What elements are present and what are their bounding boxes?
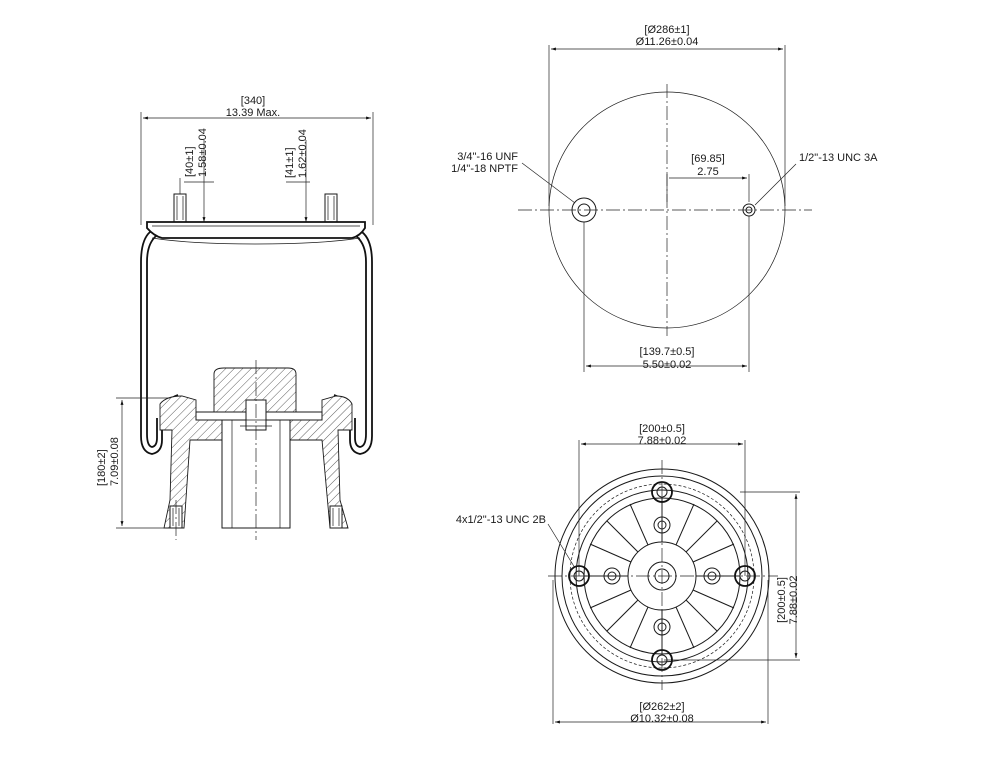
stud-spacing-in: 5.50±0.02 — [643, 359, 692, 371]
right-stud-offset-in: 1.62±0.04 — [297, 129, 309, 178]
top-diameter-in: Ø11.26±0.04 — [636, 36, 699, 48]
top-diameter-mm: [Ø286±1] — [644, 24, 689, 36]
left-stud-offset-dimension: [40±1] 1.58±0.04 — [179, 128, 214, 222]
bottom-diameter-in: Ø10.32±0.08 — [630, 713, 694, 725]
piston-height-mm: [180±2] — [96, 449, 108, 486]
bolt-square-v-mm: [200±0.5] — [776, 577, 788, 623]
overall-width-dimension: [340] 13.39 Max. — [140, 95, 374, 225]
air-fitting-port-label: 1/4"-18 NPTF — [451, 163, 518, 175]
bolt-square-vertical-dimension: [200±0.5] 7.88±0.02 — [664, 491, 800, 661]
bolt-thread: 4x1/2"-13 UNC 2B — [456, 514, 546, 526]
top-studs — [173, 193, 338, 223]
top-view: [Ø286±1] Ø11.26±0.04 3/4"-16 UNF 1/4"-18… — [451, 24, 878, 372]
piston-height-dimension: [180±2] 7.09±0.08 — [96, 397, 170, 529]
stud-thread: 1/2"-13 UNC 3A — [799, 152, 878, 164]
bolt-square-h-mm: [200±0.5] — [639, 423, 685, 435]
left-stud-offset-mm: [40±1] — [184, 146, 196, 177]
bottom-view: [200±0.5] 7.88±0.02 [200±0.5] 7.88±0.02 … — [456, 423, 800, 725]
top-diameter-dimension: [Ø286±1] Ø11.26±0.04 — [548, 24, 786, 206]
air-fitting-thread: 3/4"-16 UNF — [457, 151, 518, 163]
bottom-diameter-dimension: [Ø262±2] Ø10.32±0.08 — [552, 580, 769, 725]
bolt-square-v-in: 7.88±0.02 — [788, 576, 800, 625]
top-bead-plate — [146, 221, 366, 239]
bolt-square-h-in: 7.88±0.02 — [638, 435, 687, 447]
bottom-diameter-mm: [Ø262±2] — [639, 701, 684, 713]
piston-height-in: 7.09±0.08 — [109, 437, 121, 486]
stud-spacing-mm: [139.7±0.5] — [640, 346, 695, 358]
bolt-square-horizontal-dimension: [200±0.5] 7.88±0.02 — [578, 423, 746, 576]
internal-bumper — [213, 367, 297, 413]
stud-spacing-dimension: [139.7±0.5] 5.50±0.02 — [583, 216, 750, 372]
stud-offset-dimension: [69.85] 2.75 — [666, 153, 750, 202]
right-stud-offset-dimension: [41±1] 1.62±0.04 — [284, 129, 310, 222]
overall-width-mm: [340] — [241, 95, 265, 107]
stud-offset-in: 2.75 — [697, 166, 718, 178]
left-stud-offset-in: 1.58±0.04 — [197, 128, 209, 177]
right-stud-offset-mm: [41±1] — [284, 147, 296, 178]
overall-width-in: 13.39 Max. — [226, 107, 280, 119]
side-view: [340] 13.39 Max. [40±1] 1.58±0.04 [41±1]… — [96, 95, 374, 540]
stud-offset-mm: [69.85] — [691, 153, 725, 165]
